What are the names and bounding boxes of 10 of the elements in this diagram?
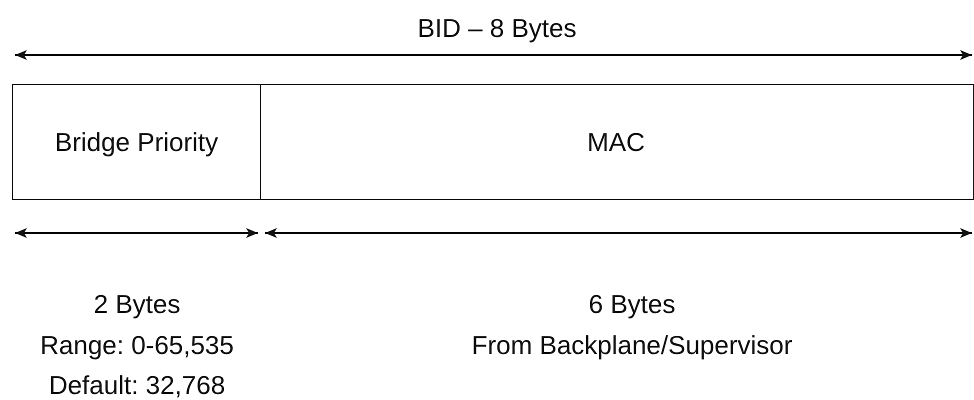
dimension-label: BID – 8 Bytes bbox=[418, 13, 576, 43]
field-box bbox=[259, 84, 974, 200]
field-box bbox=[12, 84, 261, 200]
dimension-label: 6 Bytes bbox=[588, 289, 676, 319]
source-note: From Backplane/Supervisor bbox=[472, 330, 792, 360]
default-note: Default: 32,768 bbox=[48, 370, 226, 400]
field-name: MAC bbox=[587, 126, 645, 159]
range-note: Range: 0-65,535 bbox=[40, 330, 234, 360]
field-name: Bridge Priority bbox=[54, 126, 218, 159]
dimension-label: 2 Bytes bbox=[94, 289, 180, 319]
